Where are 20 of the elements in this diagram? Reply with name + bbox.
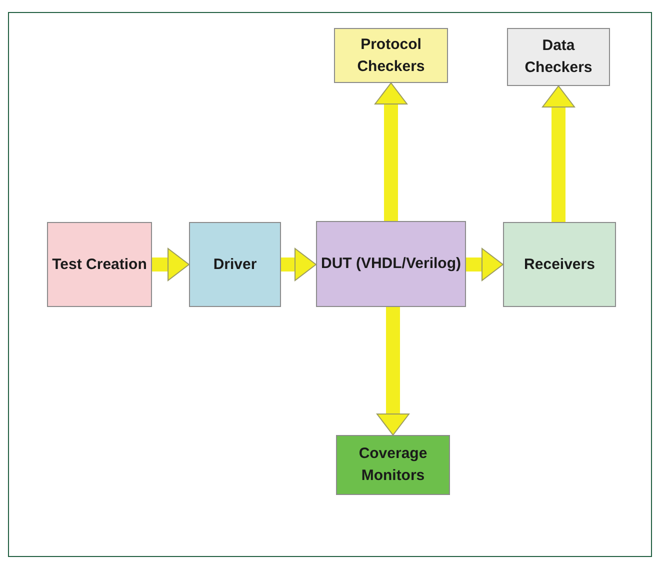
process-box	[503, 222, 616, 307]
box-label: DUT (VHDL/Verilog)	[320, 254, 461, 274]
process-box	[189, 222, 281, 307]
process-box	[334, 28, 448, 83]
box-label: Data Checkers	[524, 36, 594, 78]
block-arrow	[466, 248, 504, 281]
process-box	[507, 28, 610, 86]
block-arrow	[281, 248, 316, 281]
block-arrow	[152, 248, 190, 281]
box-label: Driver	[213, 254, 257, 274]
process-box	[316, 221, 466, 307]
box-label: Coverage Monitors	[358, 444, 428, 486]
process-box	[336, 435, 450, 495]
box-label: Receivers	[524, 254, 595, 274]
block-arrow	[374, 82, 408, 221]
block-arrow	[376, 307, 410, 436]
process-box	[47, 222, 152, 307]
box-label: Protocol Checkers	[356, 34, 426, 76]
block-arrow	[542, 86, 575, 222]
box-label: Test Creation	[52, 254, 147, 274]
